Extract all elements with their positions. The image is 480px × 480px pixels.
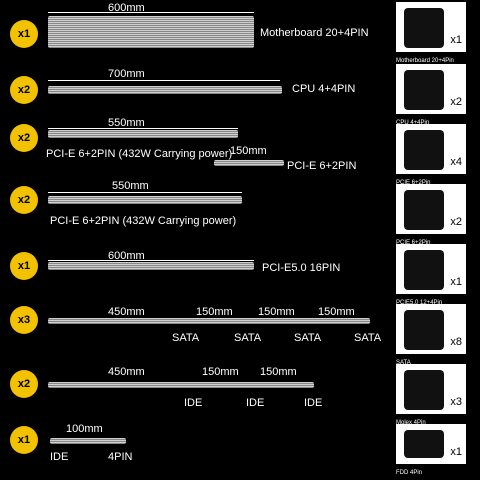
dimension-line	[48, 192, 242, 193]
port-label: SATA	[294, 332, 322, 344]
port-label: SATA	[234, 332, 262, 344]
connector-label: Motherboard 20+4PIN	[260, 27, 369, 39]
dimension-line	[48, 12, 254, 13]
connector-label: PCI-E 6+2PIN (432W Carrying power)	[46, 148, 233, 160]
length-label: 150mm	[230, 145, 267, 157]
connector-label: CPU 4+4PIN	[292, 83, 356, 95]
pcie5-cable	[48, 262, 254, 270]
pcie-cable	[48, 130, 238, 138]
quantity-badge: x2	[10, 370, 38, 398]
length-label: 100mm	[66, 423, 103, 435]
pcie-branch-cable	[214, 160, 284, 166]
length-label: 600mm	[108, 250, 145, 262]
connector-label: PCI-E5.0 16PIN	[262, 262, 341, 274]
quantity-badge: x2	[10, 124, 38, 152]
quantity-badge: x3	[10, 306, 38, 334]
count-label: x2	[450, 96, 462, 108]
caption: FDD 4Pin	[396, 470, 423, 476]
length-label: 150mm	[258, 306, 295, 318]
connector-icon	[404, 130, 444, 170]
fdd-cable	[50, 438, 126, 444]
quantity-badge: x2	[10, 76, 38, 104]
caption: Molex 4Pin	[396, 420, 426, 426]
dimension-line	[48, 80, 280, 81]
length-label: 700mm	[108, 68, 145, 80]
port-label: SATA	[354, 332, 382, 344]
connector-label: PCI-E 6+2PIN	[287, 160, 357, 172]
port-label: IDE	[304, 397, 323, 409]
count-label: x8	[450, 336, 462, 348]
caption: PCIE 6+2Pin	[396, 180, 431, 186]
connector-icon	[404, 70, 444, 110]
connector-icon	[404, 310, 444, 350]
connector-preview: x2 PCIE 6+2Pin	[396, 184, 466, 246]
caption: PCIE 6+2Pin	[396, 240, 431, 246]
connector-preview: x3 Molex 4Pin	[396, 364, 466, 426]
cpu-cable	[48, 86, 282, 94]
connector-label: PCI-E 6+2PIN (432W Carrying power)	[50, 215, 237, 227]
length-label: 550mm	[108, 117, 145, 129]
caption: SATA	[396, 360, 411, 366]
connector-icon	[404, 190, 444, 230]
count-label: x1	[450, 446, 462, 458]
length-label: 150mm	[196, 306, 233, 318]
quantity-badge: x1	[10, 20, 38, 48]
port-label: IDE	[246, 397, 265, 409]
connector-preview: x1 Motherboard 20+4Pin	[396, 2, 466, 64]
connector-icon	[404, 250, 444, 290]
pcie-cable	[48, 196, 242, 204]
connector-preview: x2 CPU 4+4Pin	[396, 64, 466, 126]
quantity-badge: x2	[10, 186, 38, 214]
length-label: 600mm	[108, 2, 145, 14]
caption: PCIE5.0 12+4Pin	[396, 300, 443, 306]
quantity-badge: x1	[10, 252, 38, 280]
count-label: x1	[450, 276, 462, 288]
port-label: SATA	[172, 332, 200, 344]
connector-preview: x8 SATA	[396, 304, 466, 366]
connector-icon	[404, 8, 444, 48]
connector-preview: x4 PCIE 6+2Pin	[396, 124, 466, 186]
count-label: x4	[450, 156, 462, 168]
connector-preview: x1 FDD 4Pin	[396, 424, 466, 476]
quantity-badge: x1	[10, 426, 38, 454]
caption: CPU 4+4Pin	[396, 120, 430, 126]
connector-icon	[404, 430, 444, 458]
sata-cable	[48, 318, 370, 324]
port-label: IDE	[50, 451, 69, 463]
length-label: 150mm	[202, 366, 239, 378]
ide-cable	[48, 382, 314, 388]
caption: Motherboard 20+4Pin	[396, 58, 454, 64]
port-label: IDE	[184, 397, 203, 409]
count-label: x2	[450, 216, 462, 228]
connector-preview: x1 PCIE5.0 12+4Pin	[396, 244, 466, 306]
length-label: 150mm	[260, 366, 297, 378]
motherboard-cable	[48, 16, 254, 48]
length-label: 450mm	[108, 306, 145, 318]
count-label: x3	[450, 396, 462, 408]
count-label: x1	[450, 34, 462, 46]
dimension-line	[48, 128, 238, 129]
length-label: 150mm	[318, 306, 355, 318]
connector-icon	[404, 370, 444, 410]
length-label: 450mm	[108, 366, 145, 378]
length-label: 550mm	[112, 180, 149, 192]
dimension-line	[48, 260, 254, 261]
port-label: 4PIN	[108, 451, 133, 463]
